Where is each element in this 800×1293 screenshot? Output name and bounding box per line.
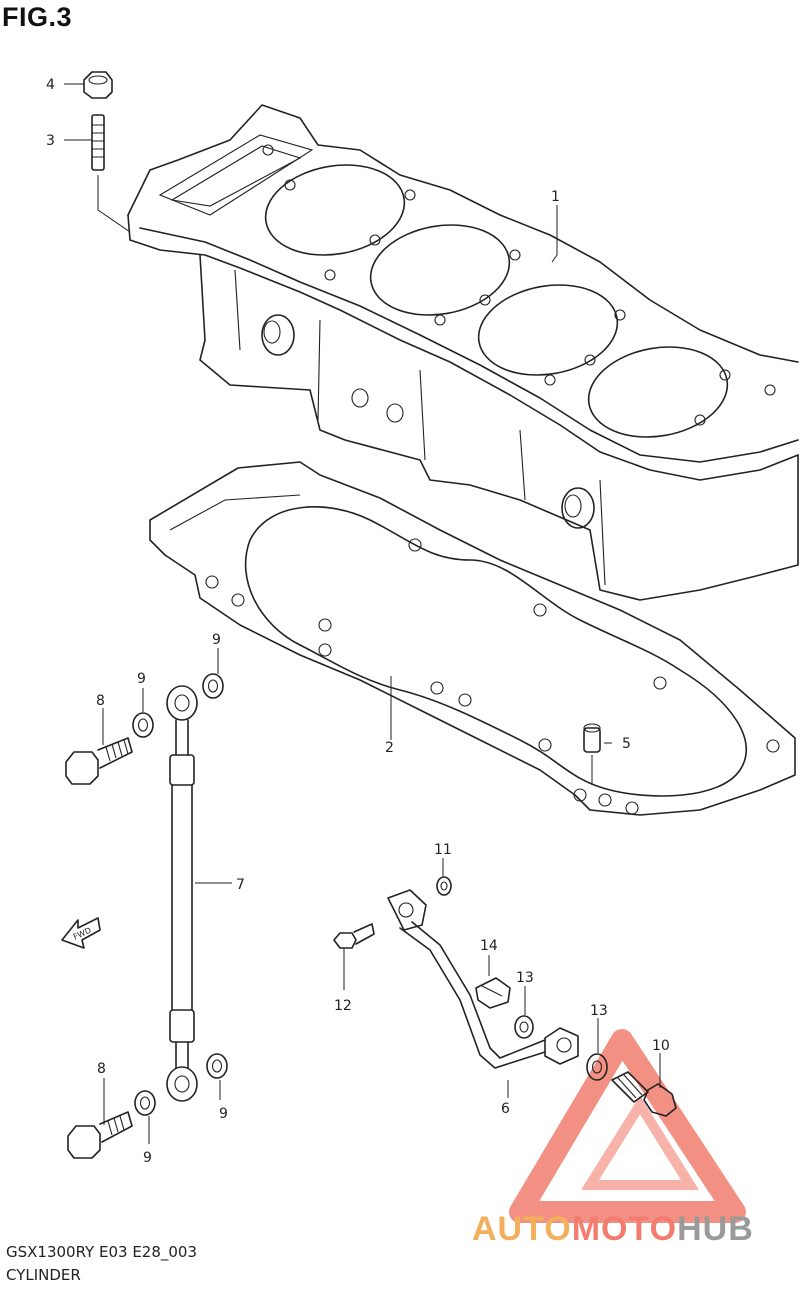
oil-pipe bbox=[387, 889, 579, 1069]
callout-1: 1 bbox=[551, 189, 560, 205]
union-bolt-upper bbox=[65, 737, 133, 785]
oil-hose-vertical bbox=[166, 685, 198, 1102]
watermark-triangle bbox=[509, 1029, 746, 1223]
callout-13-b: 13 bbox=[590, 1003, 608, 1019]
cylinder-base-gasket bbox=[149, 461, 796, 816]
callout-13-a: 13 bbox=[516, 970, 534, 986]
washer bbox=[132, 712, 154, 738]
watermark-auto: AUTO bbox=[472, 1210, 572, 1248]
callout-10: 10 bbox=[652, 1038, 670, 1054]
callout-9-d: 9 bbox=[219, 1106, 228, 1122]
stud-nut bbox=[83, 71, 113, 99]
callout-12: 12 bbox=[334, 998, 352, 1014]
forward-arrow-icon: FWD bbox=[61, 917, 101, 949]
callout-5: 5 bbox=[622, 736, 631, 752]
stud-bolt bbox=[91, 114, 105, 171]
section-name: CYLINDER bbox=[6, 1266, 81, 1284]
callout-6: 6 bbox=[501, 1101, 510, 1117]
dowel-pin bbox=[583, 723, 601, 753]
callout-8-upper: 8 bbox=[96, 693, 105, 709]
washer-11 bbox=[436, 876, 452, 896]
callout-14: 14 bbox=[480, 938, 498, 954]
watermark-hub: HUB bbox=[677, 1210, 754, 1248]
washer-13-b bbox=[586, 1053, 608, 1081]
callout-9-a: 9 bbox=[137, 671, 146, 687]
washer bbox=[206, 1053, 228, 1079]
washer bbox=[202, 673, 224, 699]
callout-2: 2 bbox=[385, 740, 394, 756]
pipe-bolt-12 bbox=[333, 923, 375, 949]
figure-title: FIG.3 bbox=[2, 2, 73, 32]
callout-7: 7 bbox=[236, 877, 245, 893]
watermark-moto: MOTO bbox=[571, 1210, 678, 1248]
watermark-logo: AUTOMOTOHUB bbox=[472, 1210, 754, 1249]
callout-11: 11 bbox=[434, 842, 452, 858]
leader-lines bbox=[64, 83, 661, 1144]
callout-3: 3 bbox=[46, 133, 55, 149]
callout-4: 4 bbox=[46, 77, 55, 93]
callout-8-lower: 8 bbox=[97, 1061, 106, 1077]
washer bbox=[134, 1090, 156, 1116]
union-bolt-lower bbox=[67, 1111, 133, 1159]
rubber-cap-14 bbox=[475, 977, 511, 1009]
callout-9-c: 9 bbox=[143, 1150, 152, 1166]
callout-labels: 4 3 1 2 5 8 9 9 7 8 9 9 11 12 14 13 13 1… bbox=[46, 77, 670, 1166]
cylinder-block bbox=[127, 104, 799, 601]
callout-9-b: 9 bbox=[212, 632, 221, 648]
model-code: GSX1300RY E03 E28_003 bbox=[6, 1243, 198, 1261]
washer-13-a bbox=[514, 1015, 534, 1039]
